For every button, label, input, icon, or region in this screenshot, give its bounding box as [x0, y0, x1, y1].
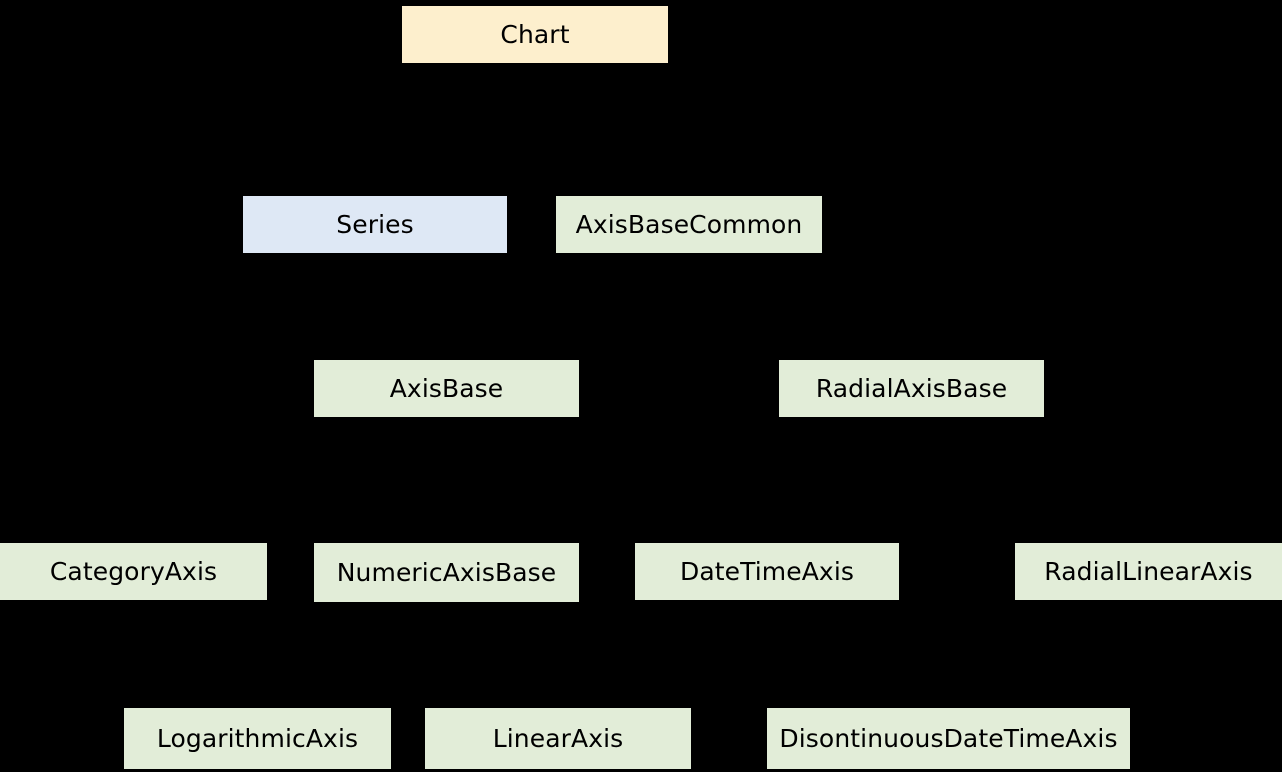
node-axis-base[interactable]: AxisBase [314, 360, 579, 417]
node-label-linear-axis: LinearAxis [492, 724, 624, 753]
node-label-logarithmic-axis: LogarithmicAxis [156, 724, 359, 753]
node-linear-axis[interactable]: LinearAxis [425, 708, 691, 769]
node-label-axis-base-common: AxisBaseCommon [575, 210, 803, 239]
node-chart[interactable]: Chart [402, 6, 668, 63]
node-logarithmic-axis[interactable]: LogarithmicAxis [124, 708, 391, 769]
node-disontinuous-date-time-axis[interactable]: DisontinuousDateTimeAxis [767, 708, 1130, 769]
node-label-date-time-axis: DateTimeAxis [679, 557, 854, 586]
node-radial-axis-base[interactable]: RadialAxisBase [779, 360, 1044, 417]
node-label-numeric-axis-base: NumericAxisBase [336, 558, 557, 587]
node-label-chart: Chart [500, 20, 570, 49]
node-axis-base-common[interactable]: AxisBaseCommon [556, 196, 822, 253]
node-radial-linear-axis[interactable]: RadialLinearAxis [1015, 543, 1282, 600]
node-series[interactable]: Series [243, 196, 507, 253]
node-label-radial-axis-base: RadialAxisBase [815, 374, 1008, 403]
node-date-time-axis[interactable]: DateTimeAxis [635, 543, 899, 600]
node-label-category-axis: CategoryAxis [49, 557, 218, 586]
node-label-disontinuous-date-time-axis: DisontinuousDateTimeAxis [779, 724, 1118, 753]
node-category-axis[interactable]: CategoryAxis [0, 543, 267, 600]
node-label-series: Series [336, 210, 414, 239]
node-numeric-axis-base[interactable]: NumericAxisBase [314, 543, 579, 602]
node-label-axis-base: AxisBase [389, 374, 504, 403]
node-label-radial-linear-axis: RadialLinearAxis [1044, 557, 1253, 586]
